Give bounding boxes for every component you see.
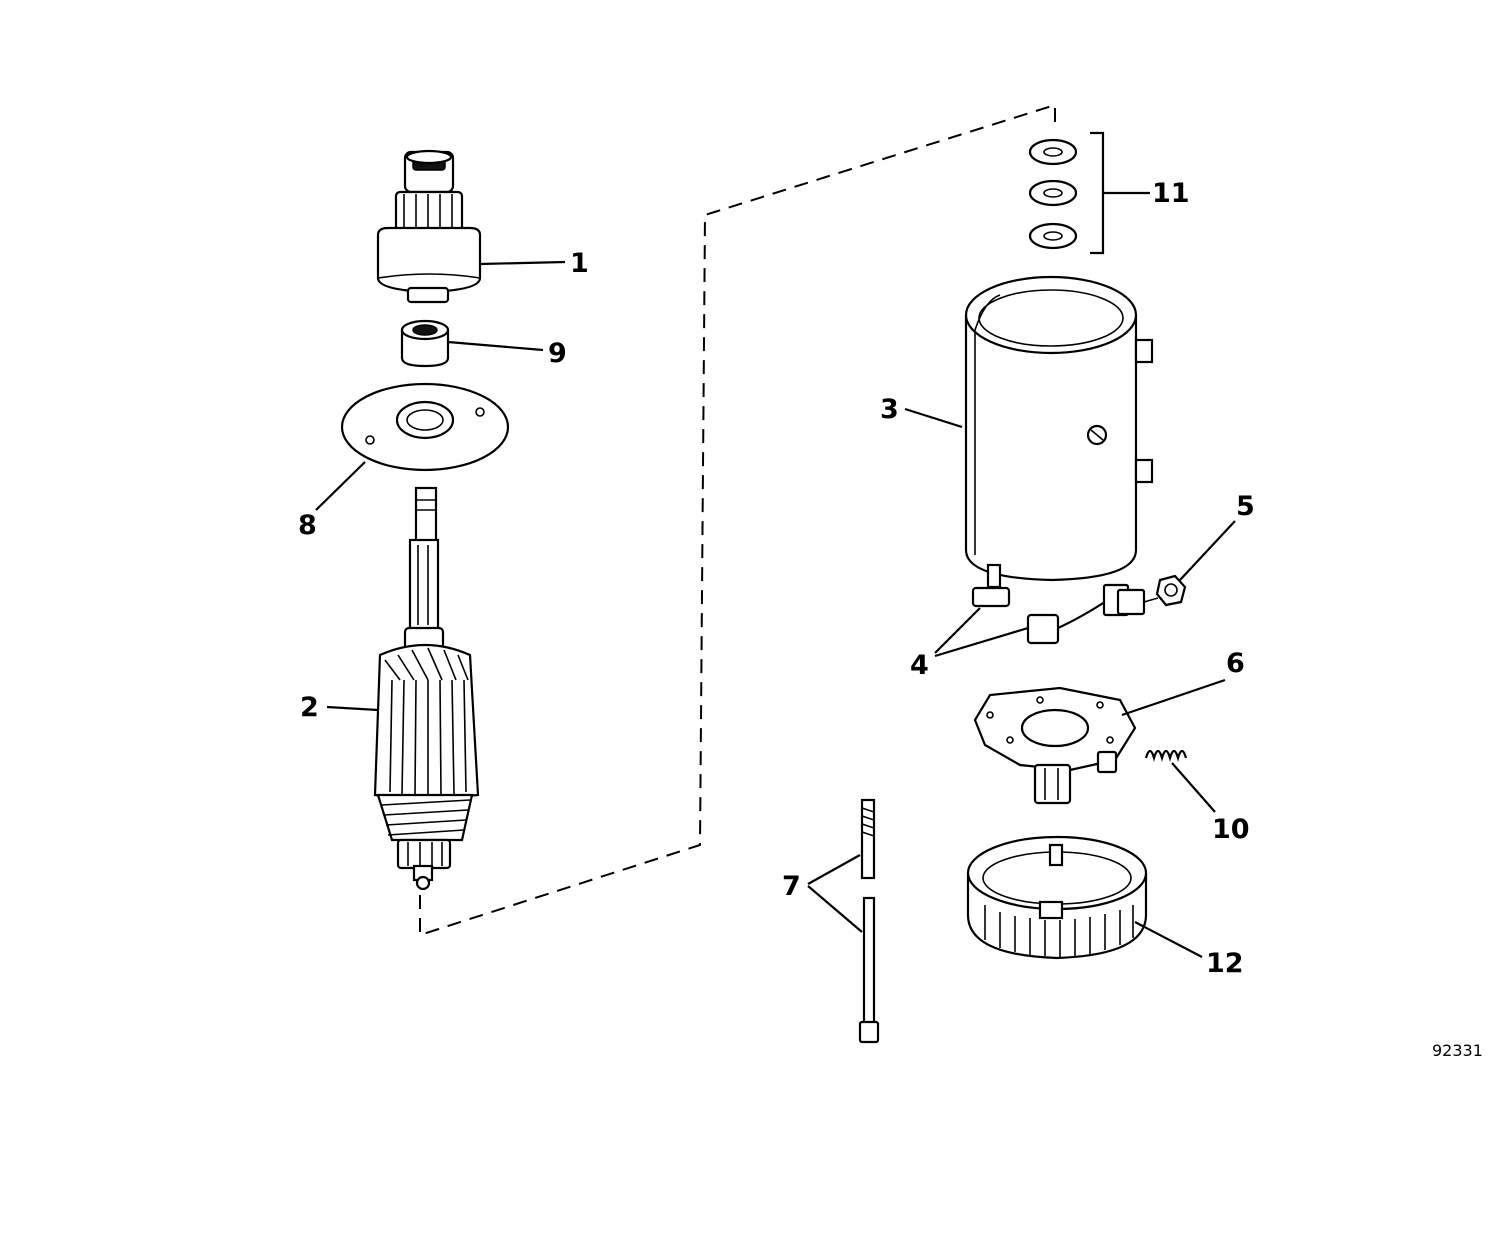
- label-1: 1: [570, 248, 589, 279]
- drive-pinion-part-1: [376, 149, 482, 304]
- label-5: 5: [1236, 491, 1255, 522]
- through-bolts-part-7: [858, 798, 880, 1044]
- end-head-part-12: [966, 835, 1148, 960]
- field-frame-part-3: [964, 275, 1154, 589]
- label-7: 7: [782, 871, 801, 902]
- label-6: 6: [1226, 648, 1245, 679]
- armature-part-2: [373, 486, 480, 891]
- nut-part-5: [1155, 574, 1187, 607]
- washers-part-11: [1028, 131, 1105, 255]
- springs-part-10: [1144, 749, 1188, 763]
- figure-reference-number: 92331: [1432, 1041, 1483, 1060]
- label-12: 12: [1206, 948, 1244, 979]
- bushing-part-9: [400, 319, 450, 368]
- brushes-part-4: [971, 583, 1159, 645]
- brush-plate-part-6: [973, 686, 1137, 805]
- label-4: 4: [910, 650, 929, 681]
- assembly-dashed-line: [419, 103, 1056, 937]
- label-3: 3: [880, 394, 899, 425]
- leader-lines: [315, 191, 1236, 958]
- label-11: 11: [1152, 178, 1190, 209]
- label-8: 8: [298, 510, 317, 541]
- label-9: 9: [548, 338, 567, 369]
- label-2: 2: [300, 692, 319, 723]
- label-10: 10: [1212, 814, 1250, 845]
- end-plate-part-8: [340, 382, 510, 472]
